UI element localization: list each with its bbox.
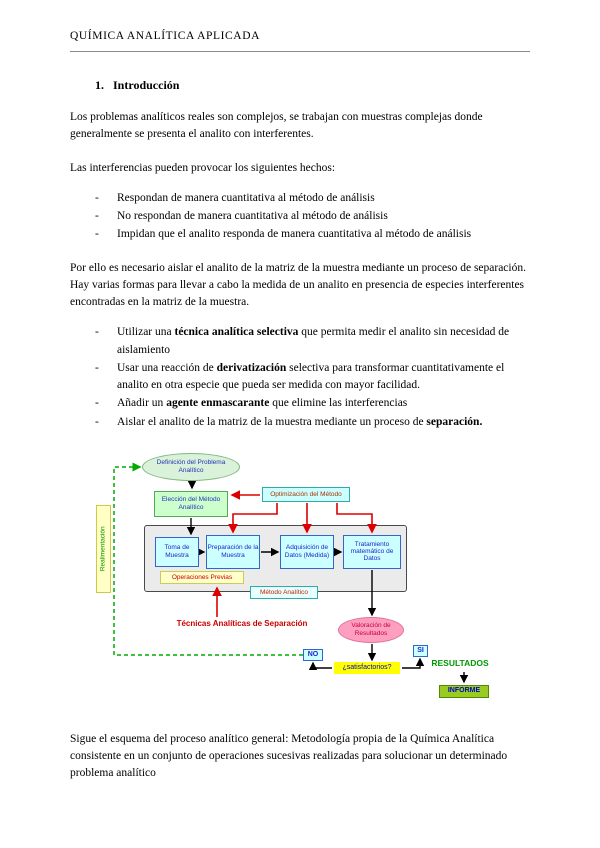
node-results: RESULTADOS: [431, 658, 489, 669]
document-title: QUÍMICA ANALÍTICA APLICADA: [70, 30, 261, 42]
title-underline: [70, 51, 530, 52]
list-marker: -: [95, 210, 99, 222]
paragraph-separation: Por ello es necesario aislar el analito …: [70, 261, 526, 309]
node-report: INFORME: [439, 684, 489, 698]
node-data-treatment: Tratamiento matemático de Datos: [343, 534, 401, 569]
list-item-text: Añadir un agente enmascarante que elimin…: [117, 397, 408, 410]
section-title: Introducción: [113, 78, 180, 92]
list-marker: -: [95, 415, 99, 428]
strategies-list: - Utilizar una técnica analítica selecti…: [95, 324, 530, 431]
node-problem-definition: Definición del Problema Analítico: [142, 452, 240, 481]
list-marker: -: [95, 397, 99, 410]
section-heading: 1. Introducción: [95, 78, 530, 93]
paragraph-intro: Los problemas analíticos reales son comp…: [70, 111, 483, 141]
node-analytical-method-label: Método Analítico: [250, 585, 318, 599]
list-marker: -: [95, 191, 99, 204]
list-item-text: Usar una reacción de derivatización sele…: [117, 361, 505, 391]
list-item: - Añadir un agente enmascarante que elim…: [95, 395, 530, 412]
list-item: - No respondan de manera cuantitativa al…: [95, 208, 530, 225]
list-marker: -: [95, 361, 99, 374]
list-item-text: Respondan de manera cuantitativa al méto…: [117, 191, 375, 204]
node-no: NO: [303, 648, 323, 661]
list-item-text: Impidan que el analito responda de maner…: [117, 228, 472, 241]
list-item: - Utilizar una técnica analítica selecti…: [95, 324, 530, 359]
node-data-acquisition: Adquisición de Datos (Medida): [280, 534, 334, 569]
list-item-text: Utilizar una técnica analítica selectiva…: [117, 326, 510, 356]
list-item: - Impidan que el analito responda de man…: [95, 226, 530, 243]
node-previous-operations: Operaciones Previas: [160, 570, 244, 584]
paragraph-interferences: Las interferencias pueden provocar los s…: [70, 161, 336, 174]
list-item-text: No respondan de manera cuantitativa al m…: [117, 210, 388, 222]
analytical-process-flowchart: Definición del Problema Analítico Elecci…: [82, 451, 542, 715]
list-marker: -: [95, 228, 99, 241]
feedback-label: Realimentación: [96, 504, 111, 593]
node-method-selection: Elección del Método Analítico: [154, 490, 228, 517]
section-number: 1.: [95, 78, 104, 92]
feedback-label-text: Realimentación: [99, 526, 107, 572]
list-item: - Respondan de manera cuantitativa al mé…: [95, 190, 530, 207]
interference-effects-list: - Respondan de manera cuantitativa al mé…: [95, 190, 530, 244]
node-si: SI: [413, 644, 428, 657]
flowchart-arrows: [113, 462, 469, 684]
paragraph-scheme-caption: Sigue el esquema del proceso analítico g…: [70, 732, 508, 780]
list-marker: -: [95, 326, 99, 339]
list-item: - Usar una reacción de derivatización se…: [95, 360, 530, 395]
node-satisfactory-question: ¿satisfactorios?: [334, 661, 400, 674]
list-item-text: Aislar el analito de la matriz de la mue…: [117, 415, 483, 428]
node-sampling: Toma de Muestra: [155, 536, 199, 567]
node-method-optimization: Optimización del Método: [262, 486, 350, 502]
separation-techniques-label: Técnicas Analíticas de Separación: [176, 619, 308, 629]
node-sample-preparation: Preparación de la Muestra: [206, 534, 260, 569]
list-item: - Aislar el analito de la matriz de la m…: [95, 414, 530, 431]
node-results-assessment: Valoración de Resultados: [338, 616, 404, 643]
